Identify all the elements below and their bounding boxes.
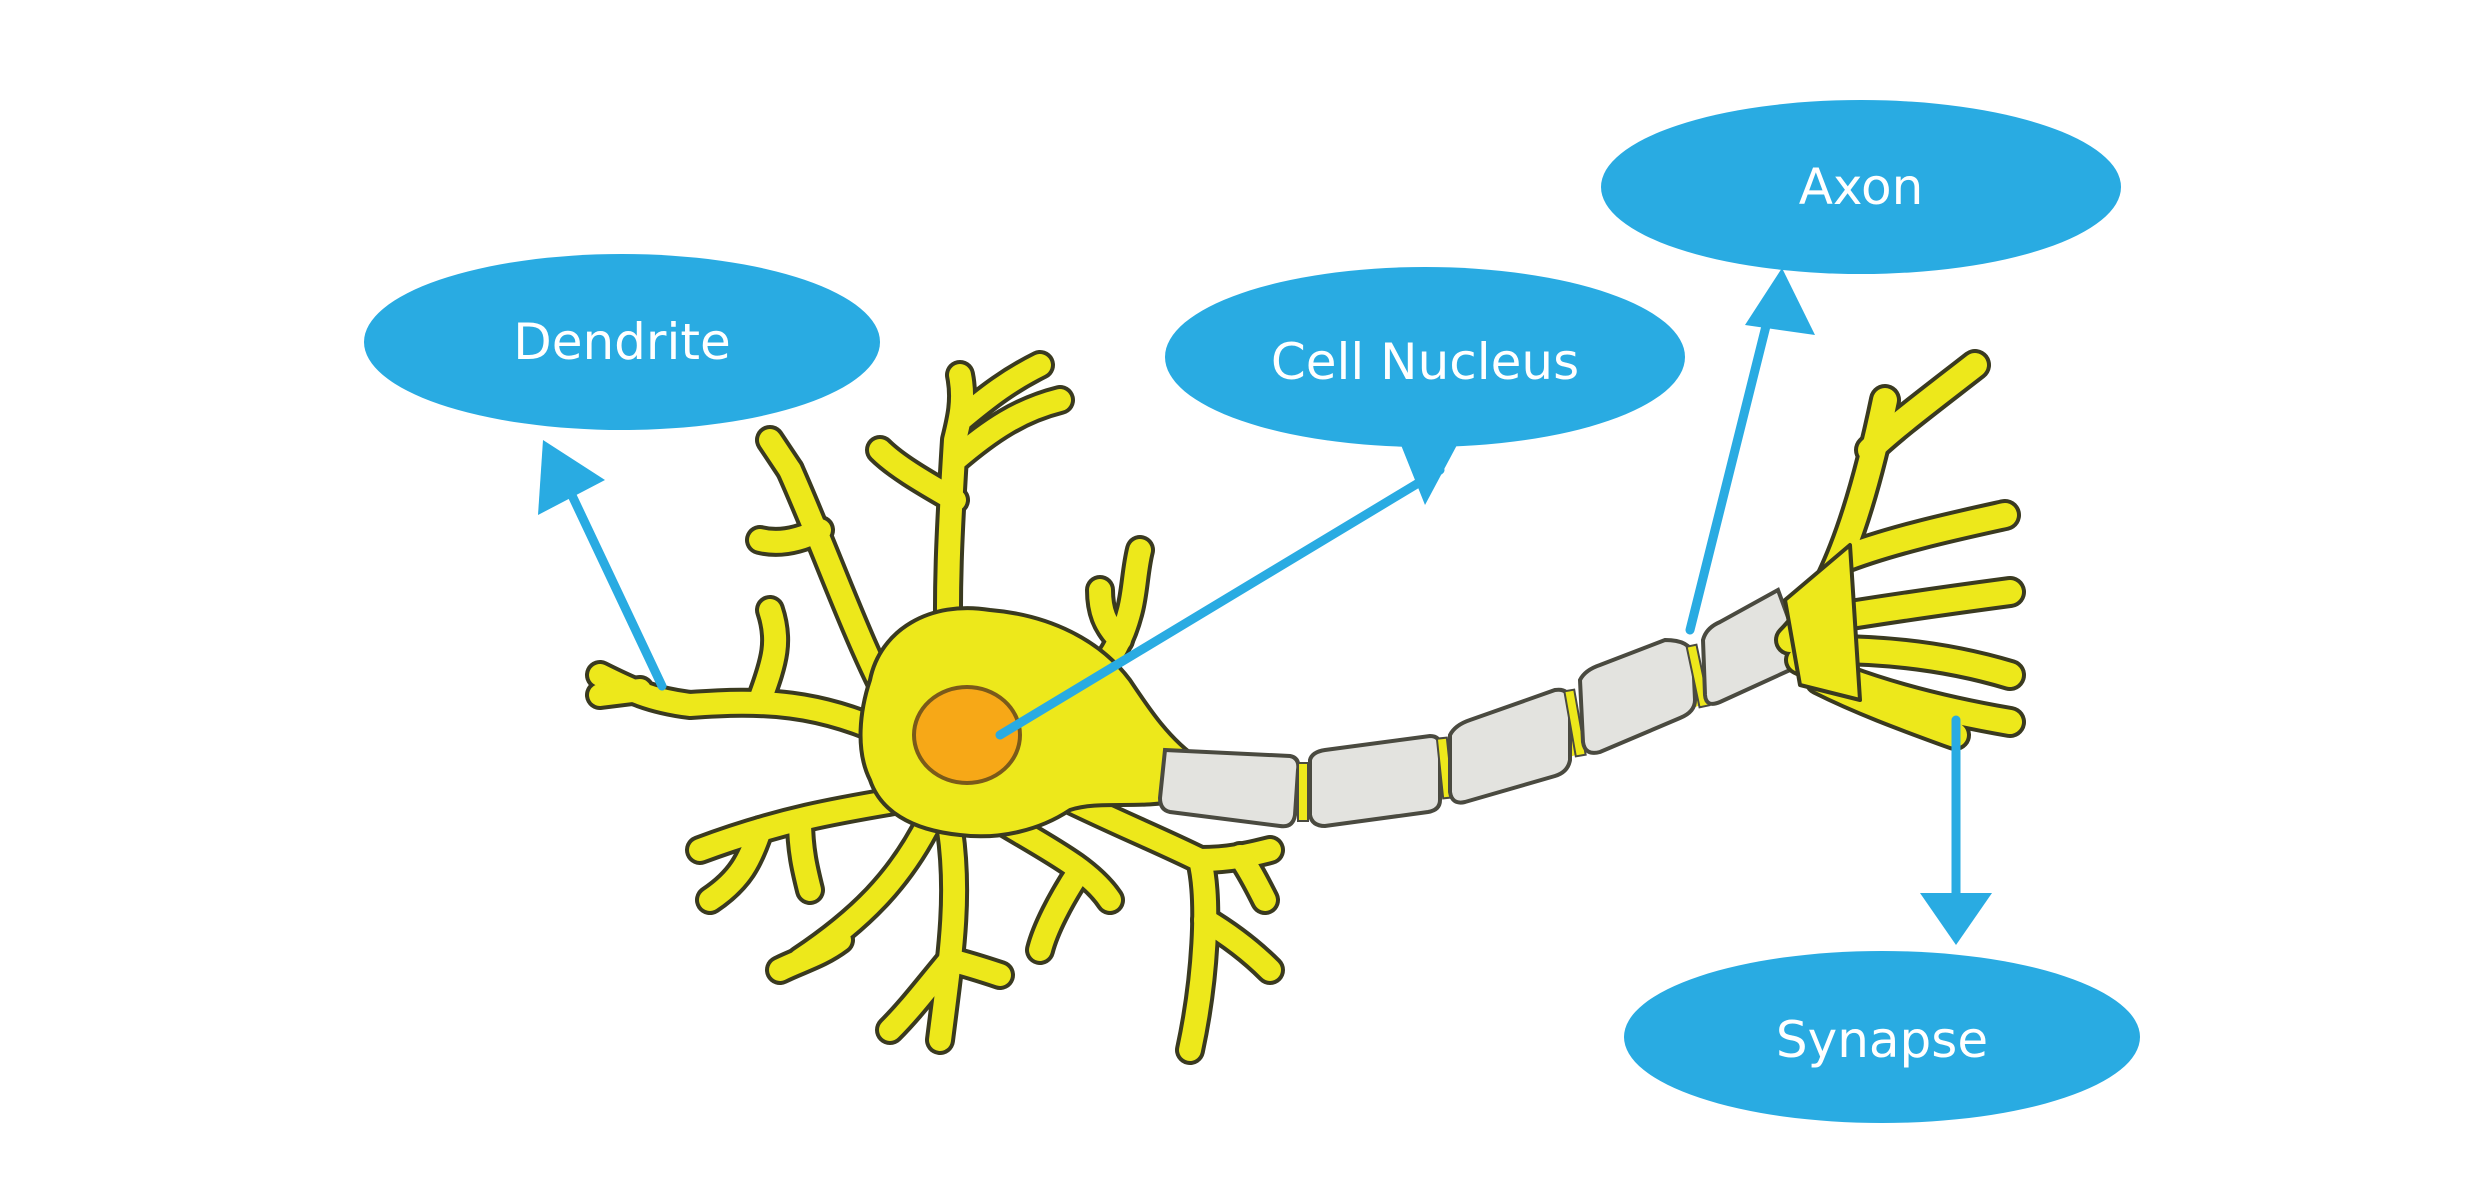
dendrites [585, 350, 1285, 1065]
myelin-segment [1577, 637, 1698, 755]
arrow-down-icon [1920, 893, 1992, 945]
node-of-ranvier [1563, 688, 1587, 758]
label-axon: Axon [1601, 100, 2121, 274]
arrow-up-icon [1745, 268, 1815, 335]
dendrite-pointer [538, 440, 667, 691]
axon-pointer-line [1685, 305, 1775, 635]
axon-terminal [1774, 349, 2026, 751]
label-cell-nucleus: Cell Nucleus [1165, 267, 1685, 505]
label-dendrite: Dendrite [364, 254, 880, 430]
label-bubble [1601, 100, 2121, 274]
label-bubble [364, 254, 880, 430]
arrow-up-icon [538, 440, 605, 515]
myelin-segment [1448, 687, 1572, 805]
cell-nucleus [912, 685, 1022, 785]
label-bubble [1624, 951, 2140, 1123]
axon [1157, 587, 1807, 829]
myelin-sheath [1157, 587, 1803, 829]
label-text: Axon [1799, 158, 1924, 216]
node-of-ranvier [1297, 762, 1309, 822]
label-bubble [1165, 267, 1685, 447]
terminal-hub [1783, 543, 1862, 702]
synapse-pointer [1920, 715, 1992, 945]
label-text: Synapse [1776, 1011, 1988, 1069]
axon-pointer [1685, 268, 1815, 635]
neuron [585, 349, 2026, 1065]
dendrite-pointer-line [555, 465, 667, 691]
label-synapse: Synapse [1624, 951, 2140, 1123]
speech-tail [1395, 430, 1465, 505]
label-text: Cell Nucleus [1271, 333, 1579, 391]
cell-nucleus-pointer-line [995, 465, 1445, 740]
myelin-segment [1157, 747, 1301, 829]
label-text: Dendrite [513, 313, 731, 371]
myelin-segment [1308, 733, 1442, 829]
